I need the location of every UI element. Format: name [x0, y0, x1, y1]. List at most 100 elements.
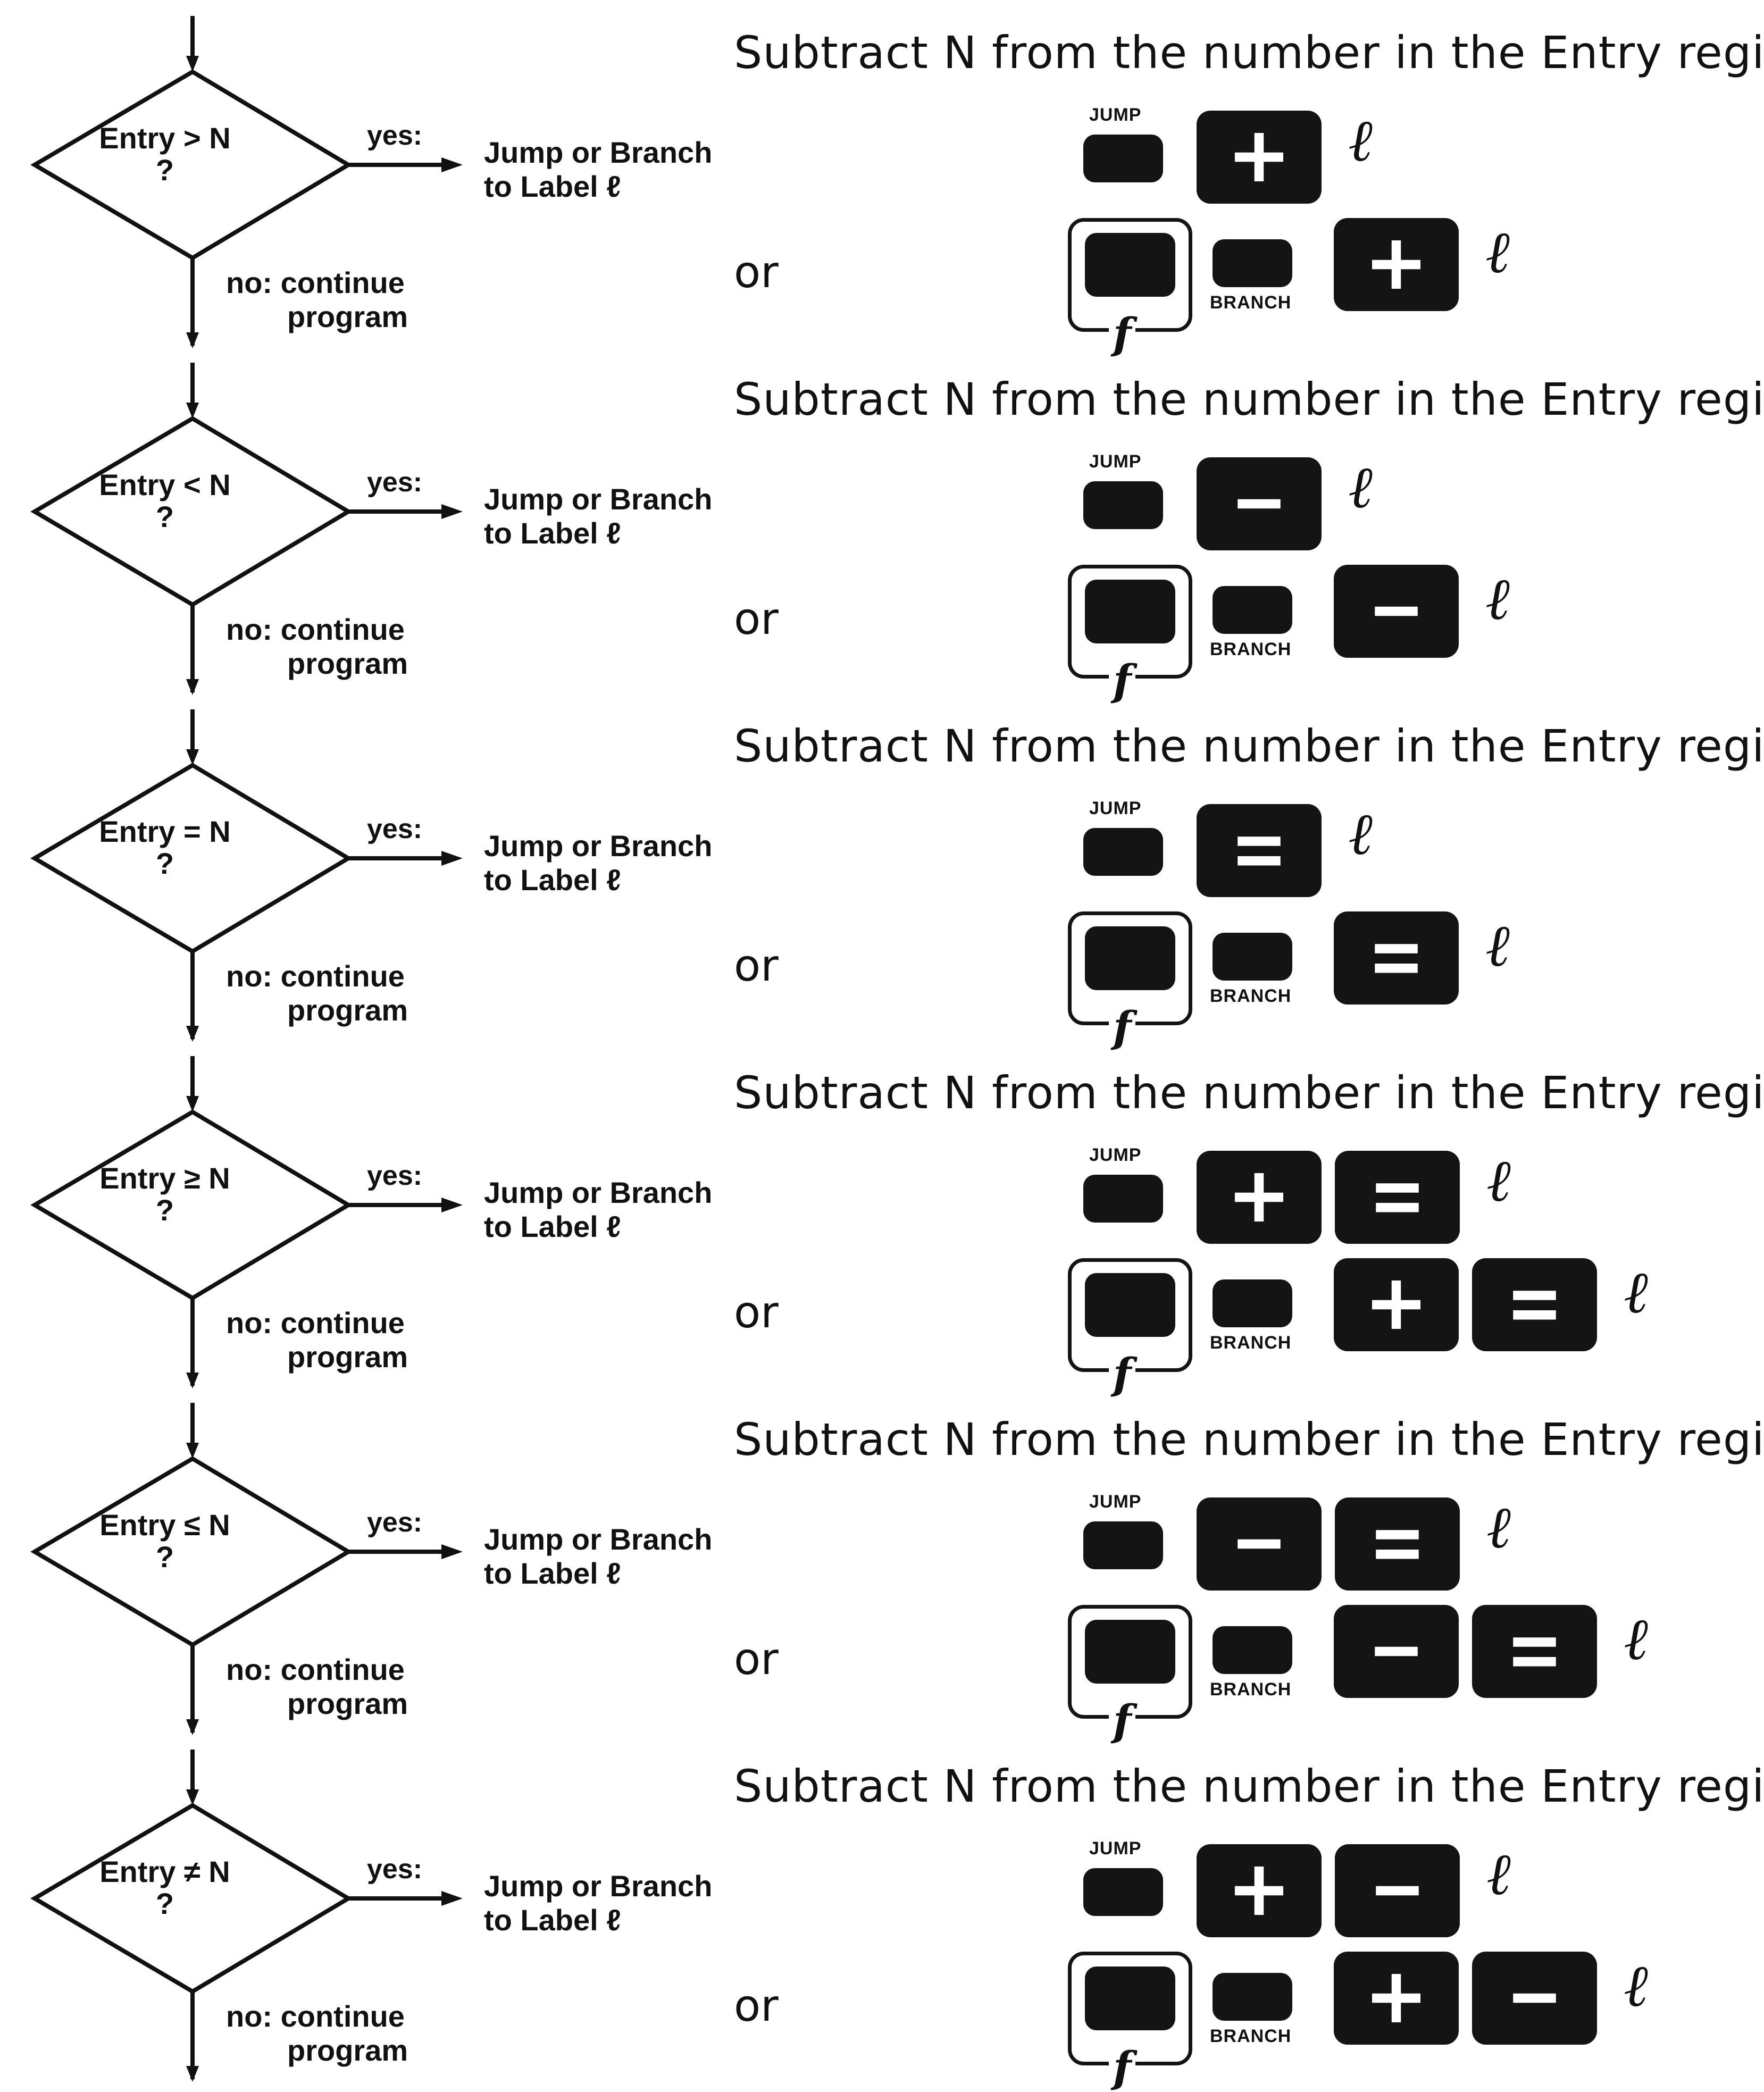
label-symbol: ℓ	[1485, 565, 1510, 633]
question-mark: ?	[155, 153, 174, 187]
operator-key	[1334, 1258, 1459, 1351]
program-text: program	[287, 2034, 408, 2067]
jump-target-label: Jump or Branch to Label ℓ	[484, 482, 713, 550]
jump-key-label: JUMP	[1089, 1145, 1142, 1165]
program-text: program	[287, 1687, 408, 1720]
operator-key	[1197, 457, 1322, 550]
label-symbol: ℓ	[1348, 800, 1373, 868]
decision-diagram	[30, 363, 463, 695]
question-mark: ?	[155, 1193, 174, 1227]
instruction-text: Subtract N from the number in the Entry …	[734, 27, 1764, 79]
operator-key	[1335, 1844, 1460, 1937]
label-symbol: ℓ	[1486, 1493, 1511, 1561]
decision-diagram	[30, 16, 463, 348]
jump-key	[1083, 828, 1163, 876]
branch-key-label: BRANCH	[1210, 2026, 1292, 2046]
label-symbol: ℓ	[1348, 453, 1373, 521]
decision-condition: Entry < N?	[77, 469, 253, 533]
label-symbol: ℓ	[1348, 106, 1373, 174]
jump-key-label: JUMP	[1089, 1492, 1142, 1512]
program-text: program	[287, 647, 408, 680]
equals-symbol	[1376, 1530, 1419, 1559]
label-symbol: ℓ	[1624, 1258, 1648, 1326]
instruction-text: Subtract N from the number in the Entry …	[734, 1413, 1764, 1466]
condition-text: Entry ≥ N	[99, 1161, 230, 1195]
f-key	[1085, 1967, 1175, 2030]
yes-label: yes:	[367, 1854, 423, 1885]
or-label: or	[734, 1287, 779, 1338]
operator-key	[1334, 911, 1459, 1005]
label-symbol: ℓ	[1624, 1605, 1648, 1673]
decision-diagram	[30, 1056, 463, 1388]
operator-key	[1472, 1258, 1597, 1351]
condition-text: Entry ≤ N	[99, 1508, 230, 1542]
operator-key	[1334, 218, 1459, 311]
minus-symbol	[1513, 1993, 1556, 2003]
plus-symbol	[1235, 1867, 1283, 1915]
program-text: program	[287, 300, 408, 333]
keystroke-block: Subtract N from the number in the Entry …	[734, 699, 1764, 1052]
instruction-text: Subtract N from the number in the Entry …	[734, 720, 1764, 772]
f-key	[1085, 1620, 1175, 1684]
or-label: or	[734, 247, 779, 298]
plus-symbol	[1372, 240, 1420, 289]
keystroke-block: Subtract N from the number in the Entry …	[734, 5, 1764, 358]
decision-condition: Entry = N?	[77, 816, 253, 880]
instruction-text: Subtract N from the number in the Entry …	[734, 1067, 1764, 1119]
branch-key	[1213, 239, 1292, 287]
condition-text: Entry = N	[99, 815, 231, 848]
yes-label: yes:	[367, 467, 423, 498]
plus-symbol	[1235, 1173, 1283, 1221]
jump-target-label: Jump or Branch to Label ℓ	[484, 136, 713, 203]
yes-label: yes:	[367, 814, 423, 844]
condition-text: Entry > N	[99, 121, 231, 155]
flowchart-block: Entry < N? yes: Jump or Branch to Label ℓ n…	[0, 352, 734, 700]
jump-key	[1083, 135, 1163, 182]
branch-key	[1213, 586, 1292, 634]
branch-key	[1213, 1279, 1292, 1327]
plus-symbol	[1235, 133, 1283, 181]
equals-symbol	[1513, 1291, 1556, 1320]
operator-key	[1197, 804, 1322, 897]
question-mark: ?	[155, 847, 174, 880]
jump-key	[1083, 1175, 1163, 1223]
or-label: or	[734, 941, 779, 991]
instruction-text: Subtract N from the number in the Entry …	[734, 1760, 1764, 1812]
branch-key-label: BRANCH	[1210, 639, 1292, 659]
plus-symbol	[1372, 1974, 1420, 2022]
instruction-text: Subtract N from the number in the Entry …	[734, 373, 1764, 425]
operator-key	[1334, 565, 1459, 658]
minus-symbol	[1376, 1886, 1419, 1896]
f-key-label: f	[1109, 1349, 1136, 1399]
f-key	[1085, 1273, 1175, 1337]
branch-key-label: BRANCH	[1210, 986, 1292, 1006]
operator-key	[1197, 1844, 1322, 1937]
decision-condition: Entry ≠ N?	[77, 1856, 253, 1920]
label-symbol: ℓ	[1486, 1147, 1511, 1215]
keystroke-block: Subtract N from the number in the Entry …	[734, 1739, 1764, 2092]
f-key	[1085, 926, 1175, 990]
operator-key	[1335, 1497, 1460, 1591]
keystroke-block: Subtract N from the number in the Entry …	[734, 352, 1764, 705]
f-key	[1085, 580, 1175, 643]
branch-key-label: BRANCH	[1210, 1679, 1292, 1700]
operator-key	[1197, 1151, 1322, 1244]
jump-target-label: Jump or Branch to Label ℓ	[484, 1522, 713, 1590]
jump-key-label: JUMP	[1089, 451, 1142, 472]
operator-key	[1334, 1952, 1459, 2045]
no-continue-text: no: continue	[226, 1653, 405, 1686]
jump-target-label: Jump or Branch to Label ℓ	[484, 829, 713, 897]
f-key	[1085, 233, 1175, 297]
label-symbol: ℓ	[1624, 1952, 1648, 2020]
f-key-label: f	[1109, 1002, 1136, 1052]
operator-key	[1197, 111, 1322, 204]
